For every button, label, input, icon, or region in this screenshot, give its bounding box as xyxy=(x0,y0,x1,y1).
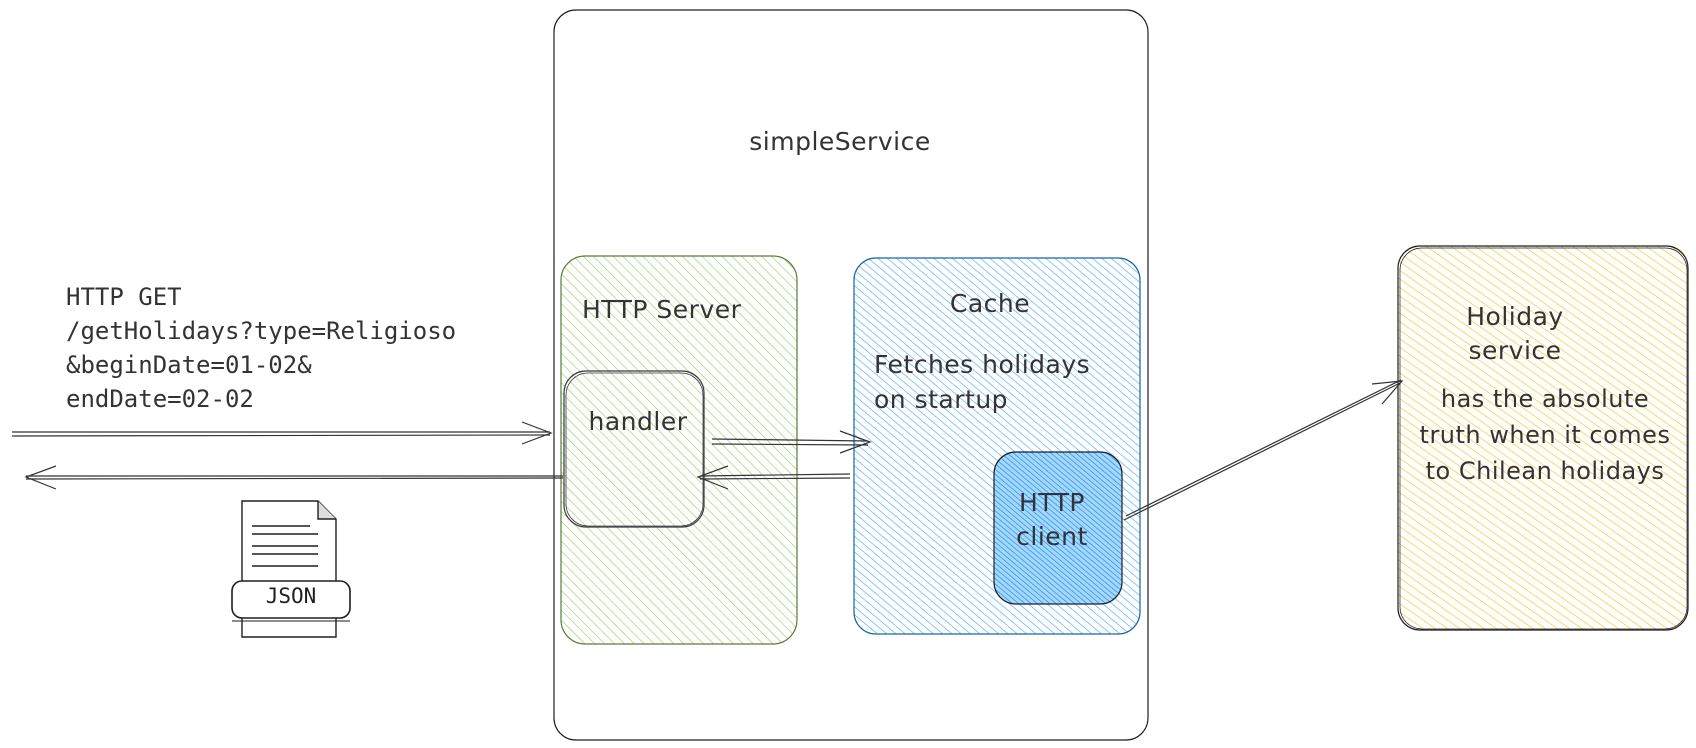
request-line-2: /getHolidays?type=Religioso xyxy=(66,317,457,345)
holiday-service-desc-line-3: to Chilean holidays xyxy=(1425,457,1665,485)
simple-service-title: simpleService xyxy=(749,127,931,156)
response-arrow xyxy=(24,465,564,490)
holiday-service-desc-line-1: has the absolute xyxy=(1440,385,1650,413)
document-icon xyxy=(231,500,351,638)
request-arrow xyxy=(11,421,553,445)
holiday-service-title-line-2: service xyxy=(1468,336,1562,365)
client-to-holiday-service-arrow xyxy=(1123,379,1404,521)
holiday-service-title-line-1: Holiday xyxy=(1466,302,1564,331)
simple-service-box xyxy=(553,9,1149,741)
request-line-4: endDate=02-02 xyxy=(66,385,254,413)
holiday-service-box xyxy=(1397,245,1689,631)
cache-title: Cache xyxy=(949,289,1031,318)
http-server-title: HTTP Server xyxy=(582,295,742,324)
handler-to-cache-arrow xyxy=(711,430,872,454)
cache-description-line-2: on startup xyxy=(874,385,1009,414)
handler-title: handler xyxy=(588,407,688,436)
http-client-box xyxy=(993,451,1123,605)
request-line-3: &beginDate=01-02& xyxy=(66,351,312,379)
json-label-badge xyxy=(231,580,351,619)
http-client-title-line-1: HTTP xyxy=(1019,488,1085,517)
cache-description-line-1: Fetches holidays xyxy=(874,350,1091,379)
http-client-title-line-2: client xyxy=(1016,522,1088,551)
holiday-service-desc-line-2: truth when it comes xyxy=(1419,421,1671,449)
json-label: JSON xyxy=(265,584,317,608)
request-line-1: HTTP GET xyxy=(66,283,182,311)
cache-to-handler-arrow xyxy=(696,465,851,490)
handler-box xyxy=(563,370,705,528)
